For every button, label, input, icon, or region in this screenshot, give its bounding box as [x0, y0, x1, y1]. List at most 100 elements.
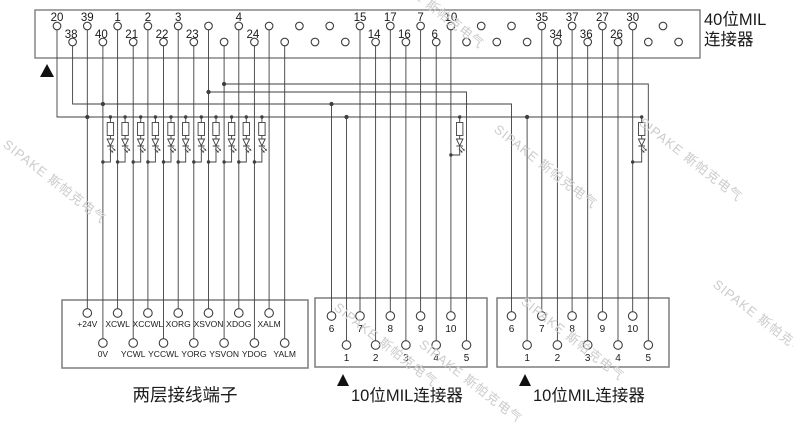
resistor [106, 122, 115, 136]
pin-top-circle [143, 21, 153, 31]
pin-top-label: 10 [445, 12, 458, 24]
pin-top-label: 4 [236, 12, 243, 24]
pin-top-circle [507, 21, 516, 31]
pin-bottom-circle [431, 37, 441, 47]
junction-dot [101, 160, 105, 164]
led-icon [121, 138, 131, 153]
terminal-label: YCCWL [148, 349, 179, 359]
pin-number-label: 5 [646, 353, 652, 364]
pin-bottom-label: 23 [186, 29, 199, 41]
indicator-branch [192, 115, 207, 164]
terminal-circle [203, 308, 214, 318]
terminal-label: +24V [77, 319, 97, 329]
led-arrow-head [111, 150, 114, 153]
pin-number-label: 7 [357, 324, 363, 335]
wire [117, 146, 126, 163]
pin-top-circle [385, 21, 395, 31]
led-icon [151, 138, 161, 153]
indicator-branch [161, 115, 177, 164]
indicator-branch [176, 115, 191, 164]
pin-top-circle [295, 21, 304, 31]
led-arrow-head [216, 150, 219, 153]
pin-number-label: 8 [388, 324, 394, 335]
led-triangle [121, 138, 130, 147]
indicator-branch [131, 115, 146, 164]
junction-dot [85, 114, 90, 120]
pin-bottom-circle [250, 37, 259, 47]
resistor [456, 122, 464, 136]
terminal-label: XDOG [226, 319, 251, 329]
led-arrow-head [232, 150, 235, 153]
led-arrow-head [218, 148, 222, 151]
pin-bottom-circle [583, 37, 593, 47]
pin-circle [597, 311, 608, 321]
pin-number-label: 7 [539, 324, 545, 335]
led-arrow-head [127, 148, 131, 151]
wire [72, 46, 512, 312]
led-arrow-head [462, 148, 465, 151]
led-arrow-head [188, 148, 191, 151]
pin-bottom-circle [674, 37, 683, 47]
connector40-title-line2: 连接器 [704, 30, 754, 49]
junction-dot [153, 115, 158, 119]
pin-bottom-label: 40 [95, 29, 108, 41]
led-arrow-head [264, 148, 267, 151]
pin-number-label: 5 [464, 353, 470, 364]
pin-bottom-circle [462, 37, 471, 47]
junction-dot [192, 160, 196, 164]
resistor [167, 122, 175, 136]
wire [163, 146, 172, 163]
pin-number-label: 9 [600, 324, 606, 335]
terminal-block-title: 两层接线端子 [133, 385, 238, 405]
terminal-label: YSVON [209, 349, 239, 359]
terminal-circle [158, 338, 169, 348]
pin-bottom-label: 16 [398, 29, 411, 41]
wire [208, 146, 217, 163]
pin-bottom-circle [492, 37, 502, 47]
wire [632, 146, 643, 163]
pin-top-label: 17 [384, 12, 397, 24]
pin-circle [446, 311, 456, 321]
led-arrow-head [143, 148, 146, 151]
pin-bottom-circle [522, 37, 532, 47]
wire [193, 146, 202, 163]
watermark-text: SIPAKE 斯帕克电气 [710, 277, 793, 367]
pin-number-label: 1 [524, 353, 530, 364]
wire [450, 146, 461, 156]
pin-number-label: 2 [555, 353, 561, 364]
pin-bottom-circle [553, 37, 562, 47]
junction-dot [449, 153, 453, 157]
led-arrow-head [204, 148, 207, 151]
junction-dot [146, 160, 150, 164]
pin-top-circle [355, 21, 365, 31]
connector10-mid-box [314, 297, 488, 368]
wire [224, 146, 233, 163]
terminal-label: 0V [98, 349, 109, 359]
pin-circle [613, 340, 623, 350]
terminal-label: XCCWL [133, 319, 164, 329]
indicator-branch [631, 115, 647, 164]
pin-circle [522, 340, 532, 350]
led-arrow-head [262, 150, 265, 153]
wire [102, 146, 111, 163]
pin-top-circle [416, 21, 425, 31]
junction-dot [169, 115, 173, 119]
pin-top-label: 2 [145, 12, 151, 24]
pin-top-circle [567, 21, 577, 31]
pin-top-circle [52, 21, 62, 31]
pin-bottom-circle [643, 37, 653, 47]
junction-dot [206, 89, 211, 95]
pin-top-circle [173, 21, 183, 31]
pin-circle [355, 311, 365, 321]
terminal-label: XALM [258, 319, 281, 329]
led-icon [181, 138, 191, 153]
pin-bottom-label: 22 [156, 29, 169, 41]
pin-bottom-label: 24 [247, 29, 260, 41]
pin-number-label: 6 [329, 324, 335, 335]
junction-dot [344, 114, 349, 120]
led-arrow-head [249, 148, 252, 151]
terminal-circle [279, 338, 290, 348]
connector10-title: 10位MIL连接器 [351, 386, 463, 405]
